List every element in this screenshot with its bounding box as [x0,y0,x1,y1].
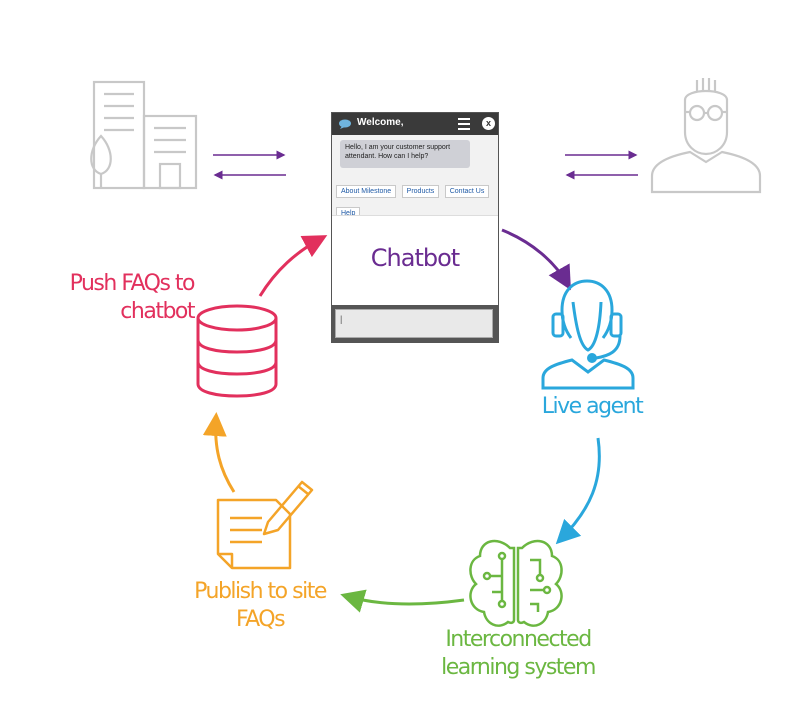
arrow-agent-to-learning [555,437,601,545]
document-pencil-icon [216,480,314,570]
chatbot-header: Welcome, x [332,113,498,135]
quick-options: About Milestone Products Contact Us Help [336,180,496,224]
arrow-chatbot-to-agent [501,228,571,291]
chatbot-header-title: Welcome, [357,117,404,128]
chatbot-widget: Welcome, x Hello, I am your customer sup… [331,112,499,343]
headset-agent-icon [541,279,635,390]
arrow-publish-to-database [202,412,236,493]
chatbot-label: Chatbot [370,244,460,272]
hamburger-menu-icon[interactable] [458,118,470,130]
message-input[interactable]: | [335,309,493,338]
chatbot-body: Chatbot [332,215,498,306]
option-products[interactable]: Products [401,185,440,198]
learning-label: Interconnected learning system [441,627,596,680]
option-about-milestone[interactable]: About Milestone [336,185,397,198]
chat-bubble-icon [339,119,351,129]
arrow-learning-to-publish [340,589,465,613]
option-contact-us[interactable]: Contact Us [444,185,490,198]
push-faqs-label: Push FAQs to chatbot [69,271,196,324]
building-icon [90,80,198,190]
publish-label: Publish to site FAQs [194,579,327,632]
live-agent-label: Live agent [541,394,644,419]
database-icon [196,304,278,398]
greeting-bubble: Hello, I am your customer support attend… [340,140,470,168]
chatbot-footer: | [332,305,498,342]
user-glasses-icon [650,78,762,194]
brain-circuit-icon [469,539,563,627]
arrow-database-to-chatbot [258,235,328,297]
close-button[interactable]: x [482,117,495,130]
